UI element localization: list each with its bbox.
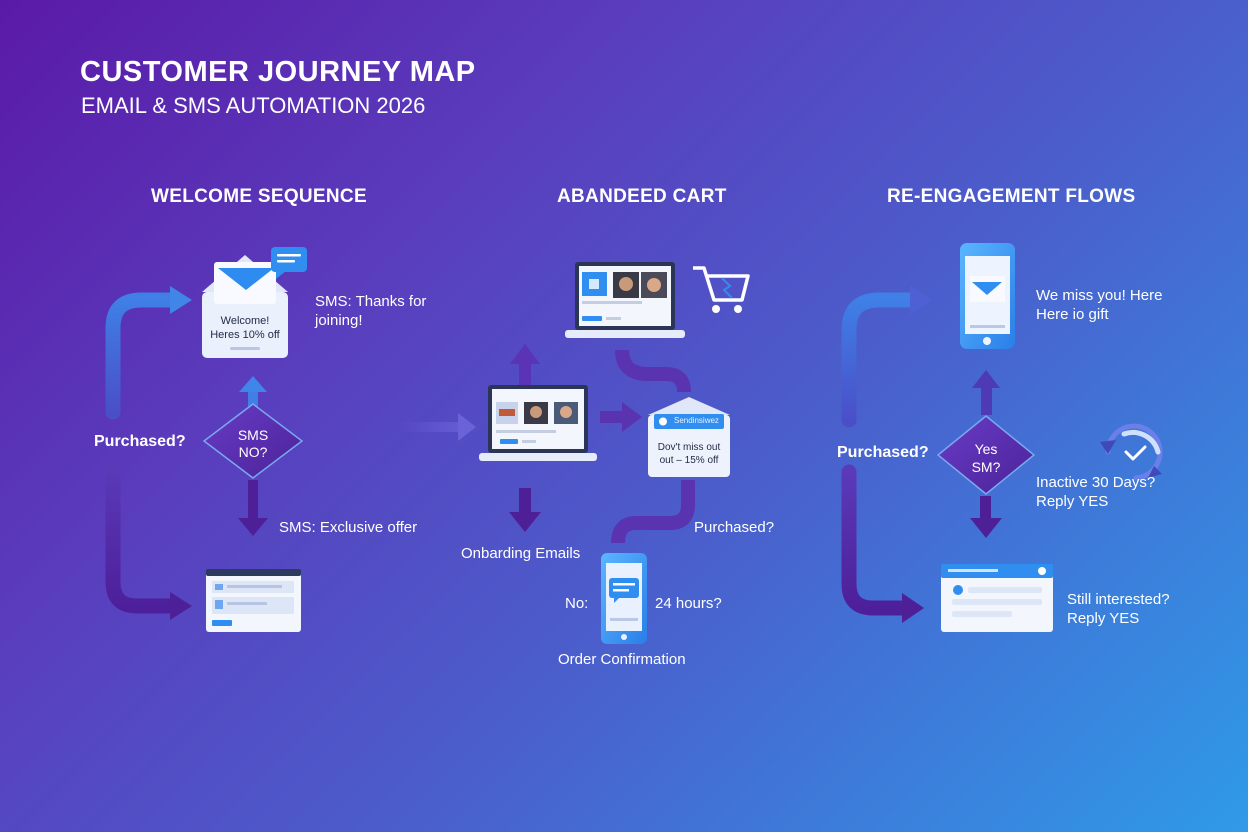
refresh-check-icon	[1100, 423, 1163, 481]
arrow-cart-down	[509, 488, 541, 532]
chat-bubble-icon	[271, 247, 307, 279]
inactive-label: Inactive 30 Days? Reply YES	[1036, 473, 1155, 511]
arrow-welcome-up	[105, 286, 192, 420]
sms-thanks-label: SMS: Thanks for joining!	[315, 292, 426, 330]
cart-hours-label: 24 hours?	[655, 595, 722, 612]
welcome-browser-card	[206, 569, 301, 632]
reengage-diamond-line2: SM?	[971, 459, 1001, 475]
shopping-cart-icon	[693, 266, 750, 313]
column-title-welcome: WELCOME SEQUENCE	[151, 186, 367, 207]
cart-email-text: Dov't miss out out – 15% off	[648, 441, 730, 467]
arrow-reengage-down	[841, 464, 924, 623]
arrow-cart-curve	[615, 349, 691, 393]
arrow-cart-up	[510, 344, 540, 386]
welcome-email-card	[202, 255, 288, 358]
sms-thanks-line1: SMS: Thanks for	[315, 293, 427, 310]
arrow-diamond-down	[238, 480, 268, 536]
welcome-email-line1: Welcome!	[220, 315, 270, 327]
welcome-diamond-line2: NO?	[238, 444, 268, 460]
column-title-reengage: RE-ENGAGEMENT FLOWS	[887, 186, 1136, 207]
reengage-message-card	[941, 564, 1053, 632]
reengage-phone-message: We miss you! Here Here io gift	[1036, 286, 1162, 324]
cart-purchased-label: Purchased?	[694, 519, 775, 536]
welcome-email-line2: Heres 10% off	[210, 329, 280, 341]
cart-email-card	[648, 397, 730, 477]
cart-email-header: Sendinsiwez	[674, 416, 719, 425]
column-title-cart: ABANDEED CART	[557, 186, 727, 207]
inactive-line2: Reply YES	[1036, 493, 1109, 510]
sms-thanks-line2: joining!	[315, 312, 363, 329]
arrow-cart-phone-curve	[611, 480, 695, 544]
reengage-purchased-label: Purchased?	[837, 444, 929, 461]
inactive-line1: Inactive 30 Days?	[1036, 474, 1156, 491]
cart-laptop-top	[565, 262, 685, 338]
reengage-phone	[960, 243, 1015, 349]
arrow-reengage-diamond-up	[972, 370, 1000, 415]
sms-exclusive-label: SMS: Exclusive offer	[279, 519, 418, 536]
welcome-diamond-text: SMS NO?	[222, 427, 284, 461]
welcome-email-text: Welcome! Heres 10% off	[202, 314, 288, 342]
still-line2: Reply YES	[1067, 610, 1140, 627]
arrow-cart-right	[600, 402, 642, 432]
reengage-phone-line2: Here io gift	[1036, 306, 1109, 323]
onboarding-label: Onbarding Emails	[461, 545, 581, 562]
page-subtitle: EMAIL & SMS AUTOMATION 2026	[81, 93, 426, 118]
arrow-diamond-up	[239, 376, 267, 410]
arrow-reengage-diamond-down	[970, 496, 1002, 538]
reengage-diamond-line1: Yes	[974, 441, 998, 457]
reengage-decision-diamond	[936, 415, 1036, 495]
cart-laptop-middle	[479, 385, 597, 461]
arrow-welcome-down	[105, 460, 192, 620]
arrow-reengage-up	[841, 285, 932, 428]
welcome-purchased-label: Purchased?	[94, 433, 186, 450]
welcome-diamond-line1: SMS	[237, 427, 269, 443]
cart-email-line2: out – 15% off	[659, 455, 719, 466]
reengage-phone-line1: We miss you! Here	[1036, 287, 1163, 304]
cart-phone	[601, 553, 647, 644]
still-line1: Still interested?	[1067, 591, 1170, 608]
order-confirmation-label: Order Confirmation	[558, 651, 686, 668]
welcome-decision-diamond	[202, 403, 304, 479]
reengage-diamond-text: Yes SM?	[956, 440, 1016, 476]
page-title: CUSTOMER JOURNEY MAP	[80, 56, 476, 88]
cart-no-label: No:	[565, 595, 589, 612]
still-interested-label: Still interested? Reply YES	[1067, 590, 1170, 628]
arrow-cart-incoming	[400, 413, 476, 441]
cart-email-line1: Dov't miss out	[657, 442, 721, 453]
